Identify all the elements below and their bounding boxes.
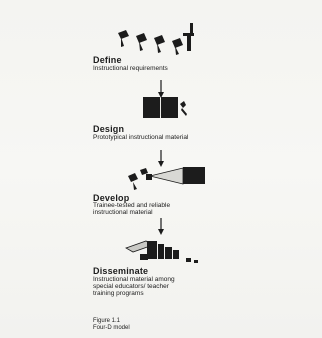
arrow-2 [158,150,164,167]
stage-define-title: Define [93,55,122,65]
arrow-1 [158,80,164,98]
stage-disseminate-description-line3: training programs [93,290,144,297]
figure-subtitle: Four-D model [93,325,130,331]
stage-disseminate-title: Disseminate [93,266,149,276]
stage-define-description: Instructional requirements [93,65,168,72]
figure-number: Figure 1.1 [93,318,121,324]
distribution-materials-icon [125,240,198,263]
projector-screen-icon [128,167,205,190]
stage-develop-description-line1: Trainee-tested and reliable [93,202,171,209]
stage-disseminate-description-line2: special educators/ teacher [93,283,169,290]
people-standing-icon [118,23,194,55]
stage-develop-description-line2: instructional material [93,209,153,216]
arrow-3 [158,218,164,235]
stage-develop-title: Develop [93,193,130,203]
stage-disseminate-description-line1: Instructional material among [93,276,175,283]
stage-design-description: Prototypical instructional material [93,134,189,141]
stage-design-title: Design [93,124,125,134]
book-pages-icon [143,97,187,118]
